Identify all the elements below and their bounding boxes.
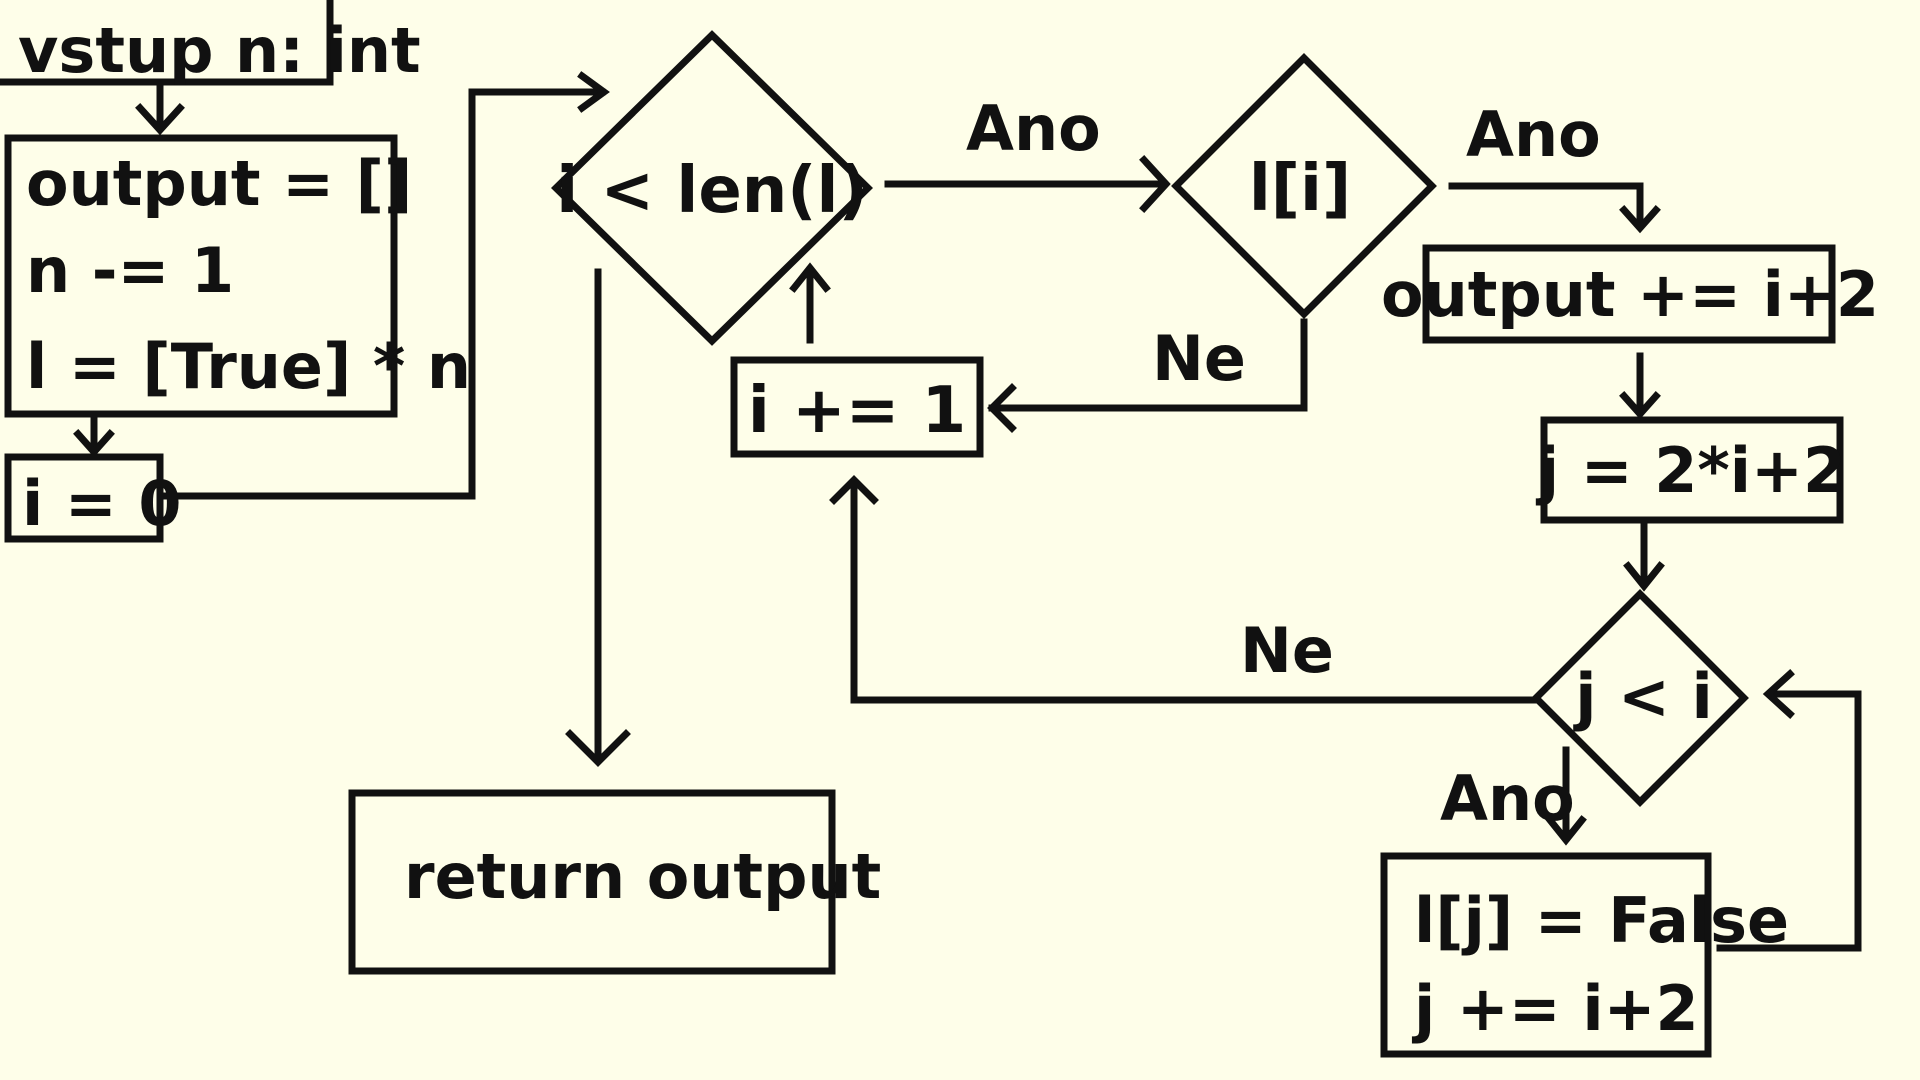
loop-yes-label: Ano (966, 92, 1101, 165)
loop-condition-label: i < len(l) (556, 154, 867, 228)
inner-no-label: Ne (1240, 614, 1334, 687)
arrow-check-no (988, 318, 1308, 412)
input-label: vstup n: int (18, 14, 421, 87)
return-label: return output (404, 840, 881, 913)
arrowhead-i-to-loop (577, 71, 610, 113)
increment-i-label: i += 1 (748, 374, 966, 448)
arrowhead-input-to-init (135, 103, 185, 136)
arrow-i-to-loop (156, 88, 606, 500)
loop-condition-diamond (551, 30, 873, 346)
inner-condition-diamond (1531, 589, 1749, 807)
arrowhead-loop-exit (565, 729, 631, 767)
prime-check-label: l[i] (1249, 152, 1351, 226)
check-no-label: Ne (1152, 322, 1246, 395)
arrowhead-inner-loopback (1762, 669, 1795, 719)
append-output-block (1422, 244, 1836, 344)
set-j-label: j = 2*i+2 (1535, 434, 1846, 507)
return-block (348, 789, 836, 975)
init-block (4, 134, 398, 418)
arrow-inner-loopback (1716, 690, 1862, 952)
inner-body-block (1380, 852, 1712, 1058)
inner-condition-label: j < i (1572, 660, 1713, 733)
i-init-label: i = 0 (22, 467, 182, 540)
increment-i-block (730, 356, 984, 458)
init-line-n: n -= 1 (26, 234, 234, 307)
inner-body-line-2: j += i+2 (1411, 972, 1699, 1045)
set-j-block (1540, 416, 1844, 524)
append-output-label: output += i+2 (1381, 258, 1879, 331)
arrowhead-setj-to-inner (1623, 561, 1665, 592)
prime-check-diamond (1171, 53, 1437, 319)
arrow-check-yes (1448, 182, 1644, 230)
inner-yes-label: Ano (1440, 762, 1575, 835)
check-yes-label: Ano (1466, 98, 1601, 171)
arrowhead-check-no (987, 383, 1017, 433)
arrowhead-output-to-setj (1619, 391, 1661, 420)
arrow-inner-no (850, 478, 1540, 704)
arrowhead-inner-no (829, 475, 879, 505)
arrowhead-loop-yes (1139, 155, 1171, 213)
init-line-l: l = [True] * n (26, 330, 471, 403)
arrowhead-check-yes (1619, 205, 1661, 234)
input-box (0, 0, 334, 86)
arrowhead-inner-yes (1545, 815, 1587, 846)
arrowhead-increment-to-loop (789, 262, 831, 293)
init-line-output: output = [] (26, 147, 412, 220)
arrowhead-init-to-i (73, 429, 115, 458)
